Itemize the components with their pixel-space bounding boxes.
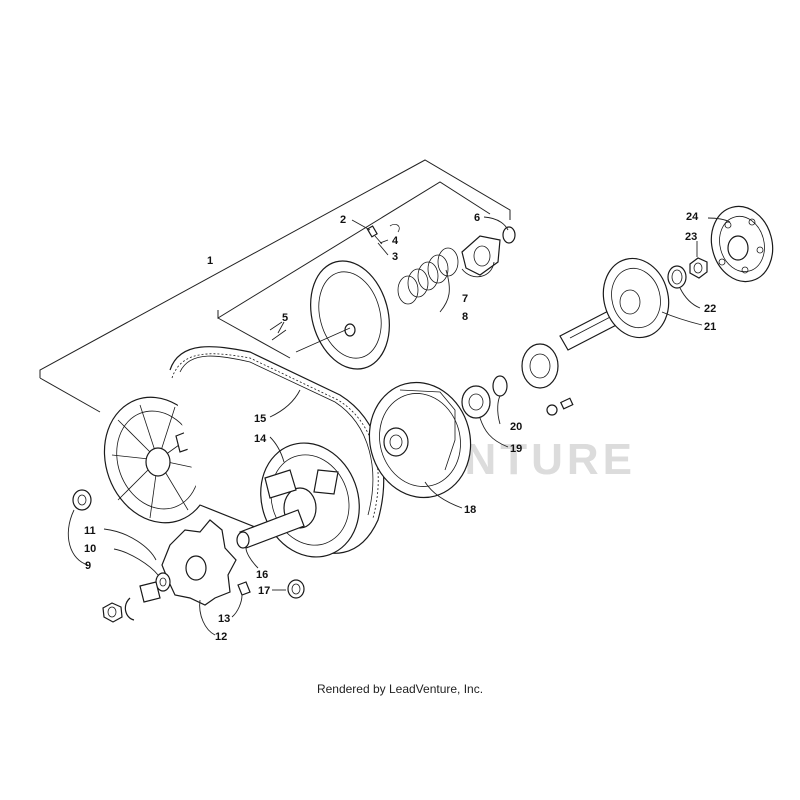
retaining-pin	[269, 321, 287, 341]
one-way-clutch	[710, 205, 774, 283]
callout-13: 13	[218, 613, 230, 625]
callout-3: 3	[392, 251, 398, 263]
callout-11: 11	[84, 525, 96, 537]
callout-17: 17	[258, 585, 270, 597]
callout-24: 24	[686, 211, 699, 223]
shaft	[236, 509, 305, 549]
clutch-housing	[602, 257, 670, 339]
callout-4: 4	[392, 235, 399, 247]
footer-credit: Rendered by LeadVenture, Inc.	[316, 682, 484, 696]
cap-nut	[287, 579, 305, 599]
callout-19: 19	[510, 443, 522, 455]
bolt	[546, 397, 574, 416]
callout-23: 23	[685, 231, 697, 243]
callout-20: 20	[510, 421, 522, 433]
callout-16: 16	[256, 569, 268, 581]
bushing	[72, 489, 92, 511]
set-screw	[366, 225, 378, 238]
callout-7: 7	[462, 293, 468, 305]
o-ring	[502, 226, 516, 244]
snap-ring	[124, 597, 135, 621]
callout-8: 8	[462, 311, 468, 323]
callout-2: 2	[340, 214, 346, 226]
nut	[102, 602, 123, 623]
assembly-bracket-outer	[39, 159, 511, 413]
spacer	[521, 343, 559, 389]
spider	[161, 519, 237, 606]
callout-15: 15	[254, 413, 266, 425]
collar	[139, 581, 161, 603]
ring	[667, 265, 687, 289]
callout-14: 14	[254, 433, 267, 445]
callout-1: 1	[207, 255, 213, 267]
callout-21: 21	[704, 321, 716, 333]
callout-9: 9	[85, 560, 91, 572]
callout-5: 5	[282, 312, 288, 324]
bearing	[461, 385, 491, 419]
callout-10: 10	[84, 543, 96, 555]
cam	[461, 235, 501, 276]
callouts: 1 2 3 4 5 6 7 8 9 10 11 12 13 14 15 16 1…	[84, 211, 716, 643]
callout-18: 18	[464, 504, 476, 516]
driven-sheave-upper	[295, 260, 390, 370]
callout-12: 12	[215, 631, 227, 643]
roller	[237, 581, 251, 596]
snap-ring-upper	[492, 375, 508, 397]
callout-22: 22	[704, 303, 716, 315]
leader-lines	[67, 216, 731, 636]
callout-6: 6	[474, 212, 480, 224]
driven-sheave	[368, 381, 472, 499]
assembly-bracket-inner	[217, 181, 491, 359]
clip	[389, 224, 400, 233]
hex-nut	[689, 257, 708, 279]
